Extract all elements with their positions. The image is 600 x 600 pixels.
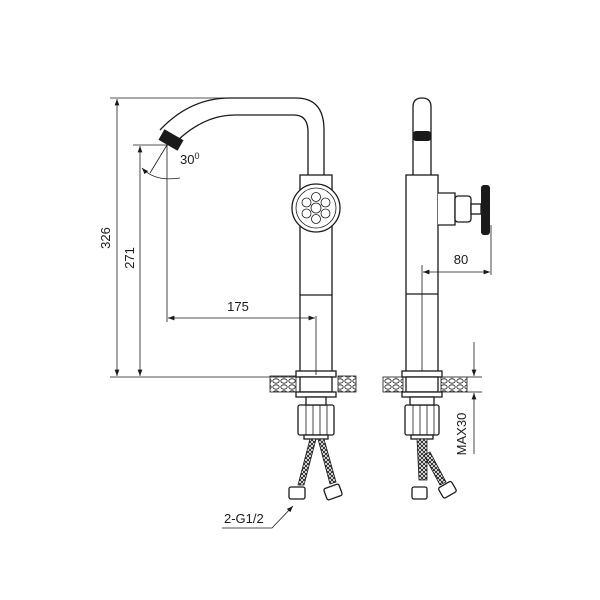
hose-right [317, 438, 337, 485]
side-base-washer [401, 391, 443, 398]
dim-total-height: 326 [98, 227, 113, 249]
dim-spout-angle: 300 [180, 151, 199, 167]
side-countertop-left [382, 376, 404, 393]
side-base-shank [405, 376, 439, 393]
side-handle-housing [438, 192, 456, 226]
side-mounting-nut [404, 396, 440, 440]
countertop-left [269, 375, 297, 393]
front-view: 326 271 300 175 2-G1/2 [98, 97, 357, 529]
countertop-right [337, 375, 357, 393]
spout-inner [177, 114, 309, 175]
dim-handle-projection: 80 [454, 252, 468, 267]
side-countertop-right [440, 376, 468, 393]
handle-knob [291, 183, 341, 233]
hose-nut-left [288, 486, 306, 500]
connection-leader-line [222, 505, 294, 529]
aerator-nozzle [158, 129, 184, 151]
hose-nut-right [323, 483, 343, 501]
angle-value: 30 [180, 152, 194, 167]
base-shank [299, 376, 333, 393]
side-hose-right [423, 451, 447, 486]
side-handle-hub [454, 195, 472, 223]
side-handle-disk [481, 185, 490, 235]
side-base-flange [401, 370, 443, 378]
side-hose-nut-left [411, 486, 428, 500]
dim-connection: 2-G1/2 [224, 511, 264, 526]
side-hose-left [416, 438, 428, 481]
angle-reference-line [149, 144, 168, 174]
hose-left [297, 438, 317, 486]
mounting-nut [297, 396, 335, 440]
side-handle-stem [470, 203, 482, 215]
side-aerator [413, 131, 431, 141]
side-view: 80 MAX30 [382, 97, 492, 500]
dim-max-thickness: MAX30 [454, 413, 469, 456]
angle-arc [141, 167, 181, 180]
angle-unit: 0 [194, 151, 199, 161]
dim-spout-reach: 175 [227, 299, 249, 314]
base-washer [295, 391, 337, 398]
side-hose-nut-right [438, 480, 457, 499]
dim-spout-height: 271 [122, 247, 137, 269]
